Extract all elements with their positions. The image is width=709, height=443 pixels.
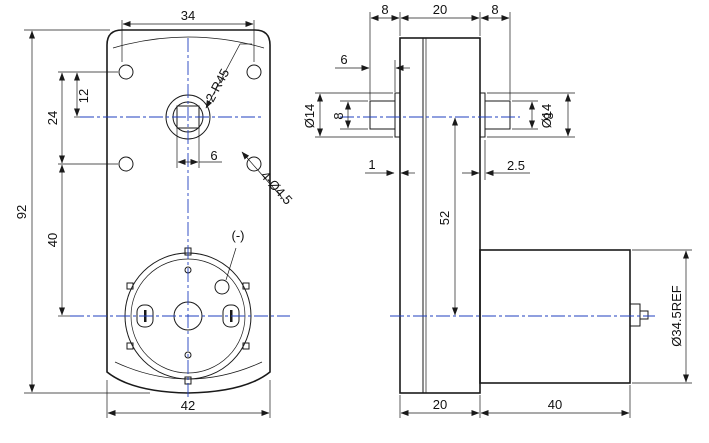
terminal-note: (-) — [232, 228, 245, 243]
dim-1: 1 — [368, 157, 375, 172]
dim-8-left: 8 — [381, 2, 388, 17]
mounting-hole — [246, 64, 262, 80]
dim-width-top: 34 — [181, 8, 195, 23]
mounting-hole — [118, 64, 134, 80]
dim-12: 12 — [76, 89, 91, 103]
flat-right: 8 — [541, 112, 556, 119]
dim-40-bottom: 40 — [548, 397, 562, 412]
front-view: 34 92 24 12 40 6 2-R45 4-Ø4.5 42 (-) — [14, 8, 296, 418]
dim-6-front: 6 — [210, 148, 217, 163]
motor-body — [479, 249, 631, 384]
dim-20-bottom: 20 — [433, 397, 447, 412]
flat-left: 8 — [331, 112, 346, 119]
motor-terminal — [629, 303, 641, 327]
side-view: 8 20 8 6 Ø14 8 8 Ø14 1 2.5 52 Ø34.5REF 2… — [302, 2, 692, 418]
dim-width-bottom: 42 — [181, 398, 195, 413]
dim-20-top: 20 — [433, 2, 447, 17]
dim-24: 24 — [45, 111, 60, 125]
radius-note: 2-R45 — [202, 66, 232, 104]
gearbox-outline — [106, 29, 271, 394]
holes-note: 4-Ø4.5 — [258, 168, 296, 208]
mounting-hole — [118, 156, 134, 172]
dim-height-total: 92 — [14, 205, 29, 219]
dim-8-right: 8 — [491, 2, 498, 17]
dim-6-side: 6 — [340, 52, 347, 67]
shaft-left-collar — [394, 92, 401, 138]
dim-52: 52 — [437, 211, 452, 225]
dim-40: 40 — [45, 233, 60, 247]
inner-top-arc — [112, 36, 265, 49]
dia-left: Ø14 — [302, 104, 317, 129]
motor-dia: Ø34.5REF — [669, 285, 684, 346]
mounting-holes — [118, 64, 262, 172]
shaft-left — [369, 100, 396, 130]
dia-right: Ø14 — [539, 104, 554, 129]
terminal-minus — [214, 279, 230, 295]
shaft-right-collar — [479, 92, 486, 138]
mounting-hole — [246, 156, 262, 172]
shaft-right — [484, 100, 511, 130]
inner-bottom-arc — [114, 361, 263, 380]
dim-2-5: 2.5 — [507, 158, 525, 173]
front-extension-lines — [24, 20, 271, 418]
side-extension-lines — [315, 12, 692, 418]
gearbox-body — [399, 37, 481, 394]
